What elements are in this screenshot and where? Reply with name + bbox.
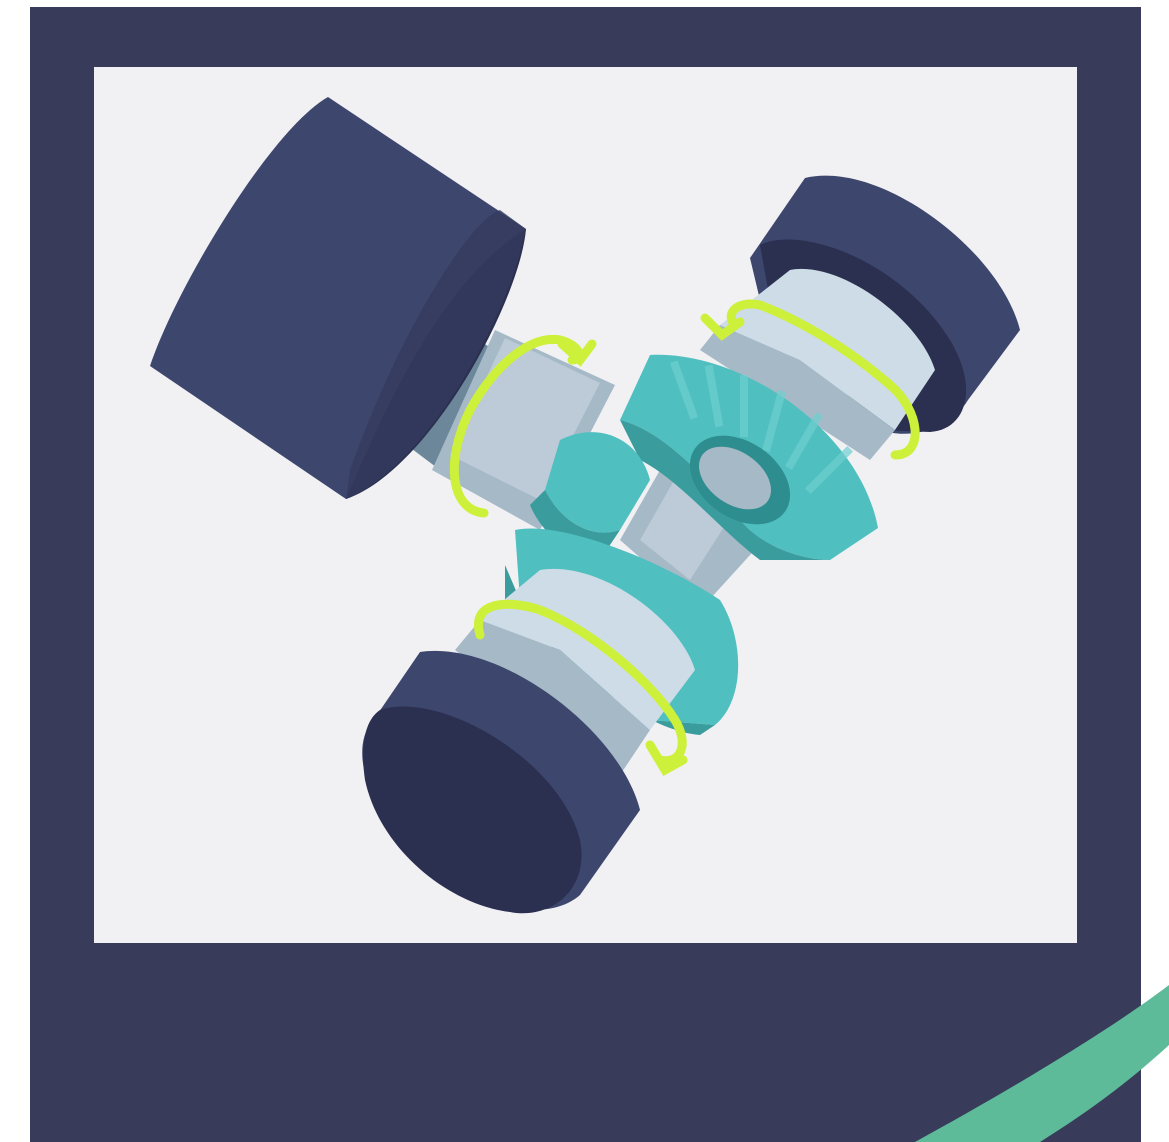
accent-swoosh <box>915 985 1169 1142</box>
